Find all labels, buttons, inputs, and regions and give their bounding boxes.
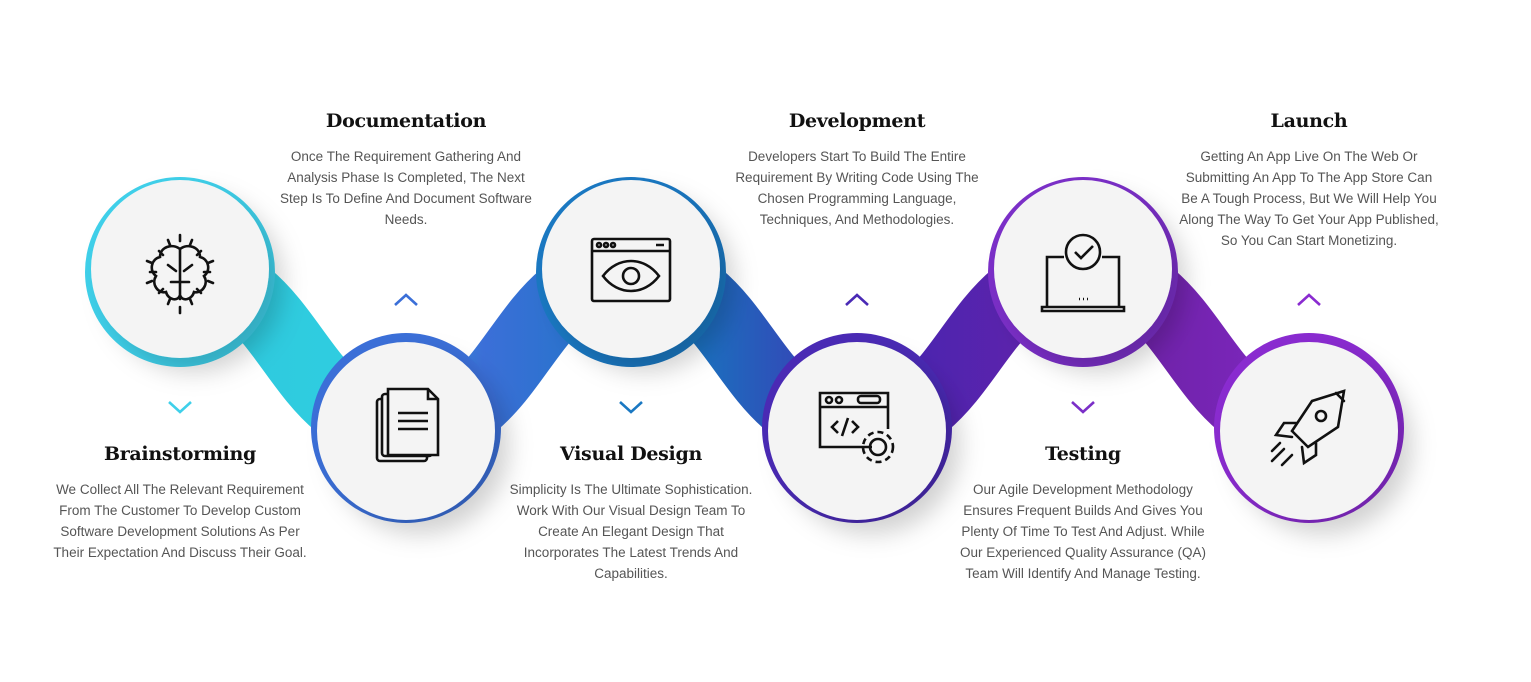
browser-eye-icon bbox=[586, 227, 676, 317]
step-visual-design: Visual Design Simplicity Is The Ultimate… bbox=[501, 443, 761, 584]
chevron-down-icon bbox=[167, 400, 193, 414]
step-title: Documentation bbox=[325, 110, 487, 132]
step-description: Simplicity Is The Ultimate Sophisticatio… bbox=[509, 482, 753, 581]
step-testing: Testing Our Agile Development Methodolog… bbox=[953, 443, 1213, 584]
rocket-icon bbox=[1264, 383, 1354, 473]
step-title: Testing bbox=[1045, 443, 1121, 465]
step-title: Brainstorming bbox=[103, 443, 257, 465]
step-description: Our Agile Development Methodology Ensure… bbox=[959, 482, 1207, 581]
chevron-up-icon bbox=[1296, 293, 1322, 307]
step-title: Development bbox=[788, 110, 926, 132]
brain-icon bbox=[135, 227, 225, 317]
step-circle bbox=[768, 342, 946, 520]
step-title: Launch bbox=[1270, 110, 1348, 132]
step-title: Visual Design bbox=[560, 443, 702, 465]
code-gear-icon bbox=[812, 383, 902, 473]
documents-icon bbox=[361, 383, 451, 473]
step-circle bbox=[1220, 342, 1398, 520]
chevron-up-icon bbox=[393, 293, 419, 307]
laptop-check-icon bbox=[1038, 227, 1128, 317]
step-description: Getting An App Live On The Web Or Submit… bbox=[1179, 149, 1439, 248]
step-description: We Collect All The Relevant Requirement … bbox=[53, 482, 307, 560]
chevron-down-icon bbox=[618, 400, 644, 414]
step-documentation: Documentation Once The Requirement Gathe… bbox=[276, 110, 536, 230]
step-description: Once The Requirement Gathering And Analy… bbox=[280, 149, 532, 227]
step-development: Development Developers Start To Build Th… bbox=[727, 110, 987, 230]
chevron-up-icon bbox=[844, 293, 870, 307]
step-launch: Launch Getting An App Live On The Web Or… bbox=[1179, 110, 1439, 251]
chevron-down-icon bbox=[1070, 400, 1096, 414]
step-description: Developers Start To Build The Entire Req… bbox=[735, 149, 979, 227]
step-brainstorming: Brainstorming We Collect All The Relevan… bbox=[50, 443, 310, 563]
